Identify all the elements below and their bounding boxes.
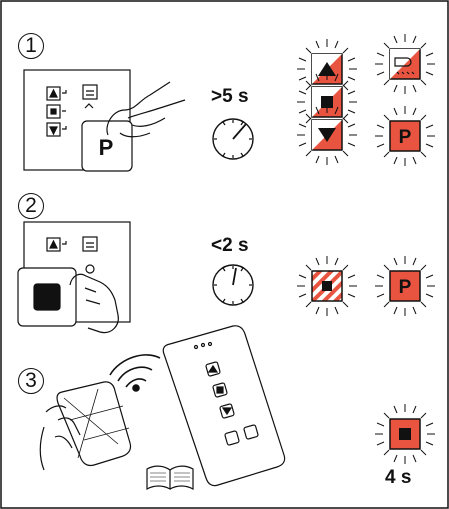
step-number-3: 3	[18, 368, 44, 394]
led-down	[296, 104, 358, 166]
down-arrow-icon	[318, 128, 336, 142]
clock-icon-2	[212, 264, 254, 306]
led-program-1	[374, 105, 436, 167]
stop-square-icon	[322, 281, 332, 291]
program-button[interactable]	[81, 120, 133, 172]
led-program-2-label: P	[399, 277, 412, 298]
step2-duration: <2 s	[211, 235, 249, 256]
step3-duration: 4 s	[385, 467, 412, 488]
up-arrow-icon	[318, 62, 336, 76]
step1-wall-switch	[23, 69, 186, 172]
down-arrow-icon	[49, 126, 58, 136]
stop-square-icon	[399, 428, 411, 440]
step-number-2: 2	[18, 193, 44, 219]
led-stop-final	[374, 403, 436, 465]
sun-icon	[85, 264, 95, 274]
hand-icon	[39, 405, 81, 471]
hand-icon	[106, 81, 186, 136]
step2-wall-switch	[17, 221, 131, 334]
step-number-1: 1	[18, 33, 44, 59]
step1-duration: >5 s	[211, 86, 249, 107]
wireless-signal-icon	[109, 354, 161, 392]
led-program-2	[374, 255, 436, 317]
hand-icon	[69, 273, 119, 334]
led-stop	[296, 71, 358, 133]
led-up	[296, 38, 358, 100]
stop-square-icon	[50, 108, 57, 115]
step1-p-label: P	[99, 135, 114, 160]
stop-square-icon	[321, 96, 333, 108]
up-arrow-icon	[49, 239, 58, 249]
clock-icon	[212, 118, 254, 160]
handheld-remote	[39, 381, 132, 471]
led-wind-sun	[374, 33, 436, 95]
wind-sun-sensor-icon	[82, 236, 98, 252]
wind-sun-sensor-icon	[82, 84, 98, 100]
led-program-1-label: P	[399, 127, 412, 148]
manual-book-icon	[146, 465, 194, 491]
up-arrow-icon	[49, 88, 58, 98]
wind-sun-sensor-icon	[394, 57, 415, 75]
led-stop-blinking	[296, 255, 358, 317]
remote-control-icon	[162, 325, 286, 487]
